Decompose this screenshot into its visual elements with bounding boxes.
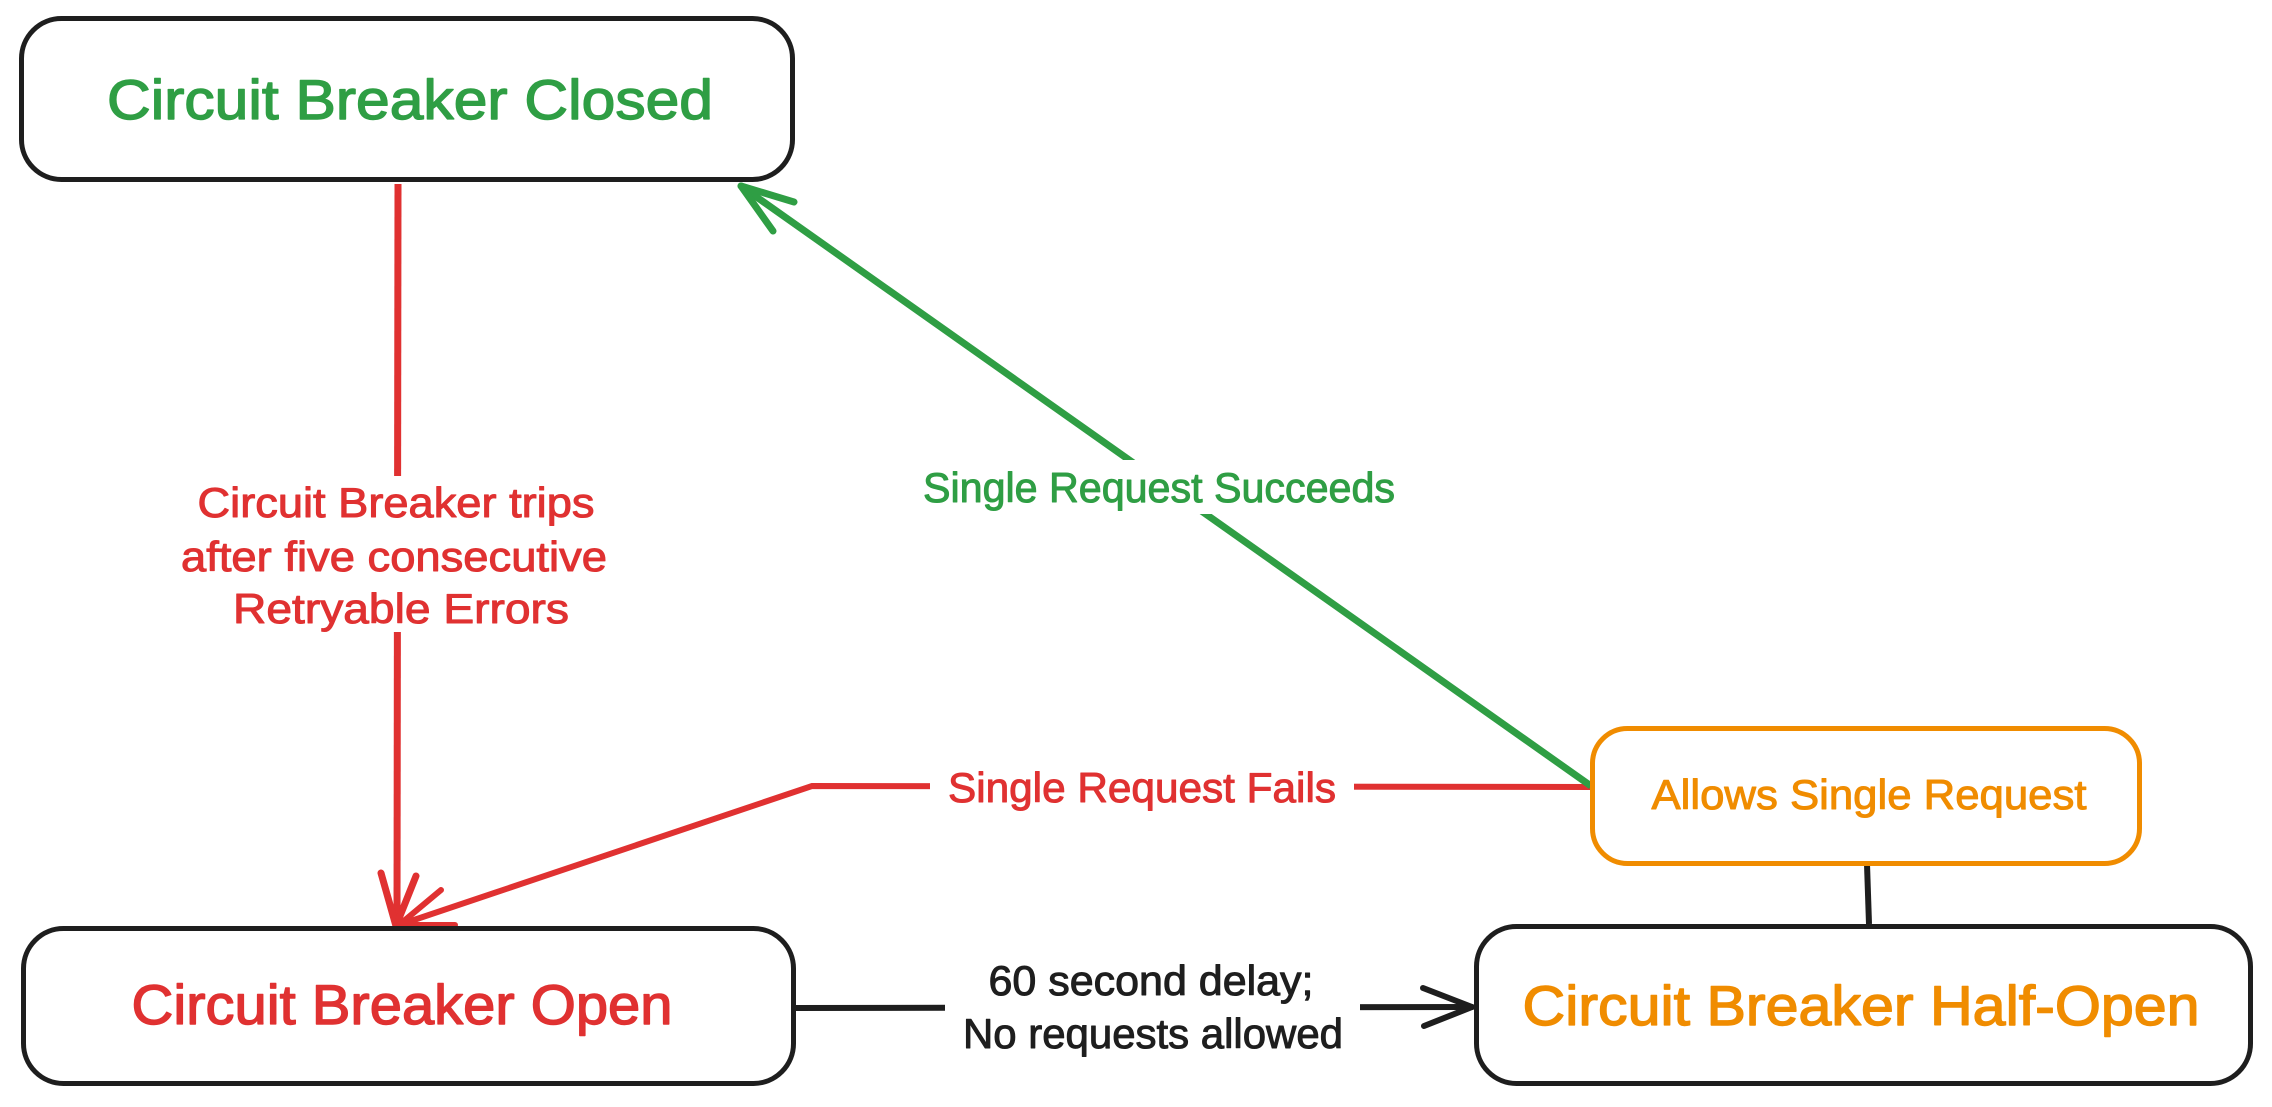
svg-text:Allows Single Request: Allows Single Request [1652,771,2087,818]
svg-text:Single Request Fails: Single Request Fails [948,764,1336,811]
svg-text:60 second delay;: 60 second delay; [989,957,1314,1004]
svg-text:Circuit Breaker Half-Open: Circuit Breaker Half-Open [1523,974,2200,1037]
svg-text:after five consecutive: after five consecutive [181,533,607,580]
svg-text:Circuit Breaker Open: Circuit Breaker Open [132,973,673,1036]
svg-text:Retryable Errors: Retryable Errors [233,585,569,632]
svg-text:No requests allowed: No requests allowed [963,1010,1343,1057]
svg-text:Single Request Succeeds: Single Request Succeeds [923,464,1395,511]
svg-text:Circuit Breaker Closed: Circuit Breaker Closed [107,68,713,131]
svg-text:Circuit Breaker trips: Circuit Breaker trips [198,479,595,526]
